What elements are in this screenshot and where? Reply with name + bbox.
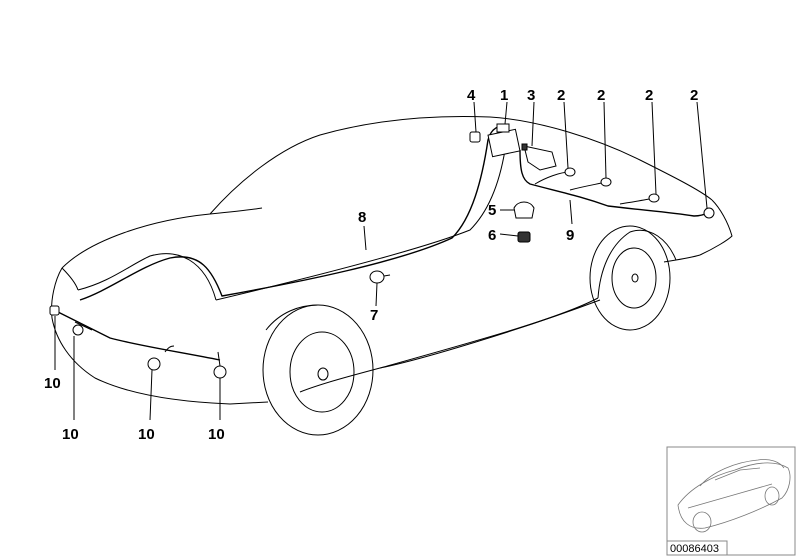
front-wheel: [262, 304, 374, 436]
callout-7: 7: [370, 307, 378, 324]
car-body-outline: [51, 115, 733, 405]
callout-1: 1: [500, 87, 508, 104]
callout-3: 3: [527, 87, 535, 104]
rear-wheel: [589, 225, 671, 331]
thumbnail-code: 00086403: [670, 543, 719, 555]
part-10-front-sensors: [49, 305, 227, 379]
thumbnail-code-box: [666, 540, 728, 556]
thumbnail-inset: 00086403: [666, 446, 796, 556]
callout-10d: 10: [208, 426, 225, 443]
callout-9: 9: [566, 227, 574, 244]
leader-lines: [54, 101, 708, 421]
callout-2b: 2: [597, 87, 605, 104]
part-3-bracket: [521, 143, 557, 171]
callout-4: 4: [467, 87, 476, 104]
callout-6: 6: [488, 227, 496, 244]
callout-2c: 2: [645, 87, 653, 104]
part-4-sensor: [469, 131, 481, 143]
callout-2a: 2: [557, 87, 565, 104]
thumbnail-car-icon: [677, 459, 791, 533]
part-6-grommet: [517, 231, 531, 243]
callout-10a: 10: [44, 375, 61, 392]
wiring-harness-8: [79, 125, 501, 301]
front-sensor-harness: [57, 311, 221, 367]
callouts: 4 1 3 2 2 2 2 5 6 7 8 9 10 10 10 10: [44, 87, 698, 443]
callout-10c: 10: [138, 426, 155, 443]
part-7-sensor: [369, 270, 391, 284]
callout-5: 5: [488, 202, 496, 219]
callout-10b: 10: [62, 426, 79, 443]
thumbnail-frame: [666, 446, 796, 556]
callout-2d: 2: [690, 87, 698, 104]
callout-8: 8: [358, 209, 366, 226]
part-1-control-unit: [487, 123, 521, 158]
part-5-buzzer: [513, 201, 535, 219]
part-2-rear-sensors: [564, 167, 715, 219]
